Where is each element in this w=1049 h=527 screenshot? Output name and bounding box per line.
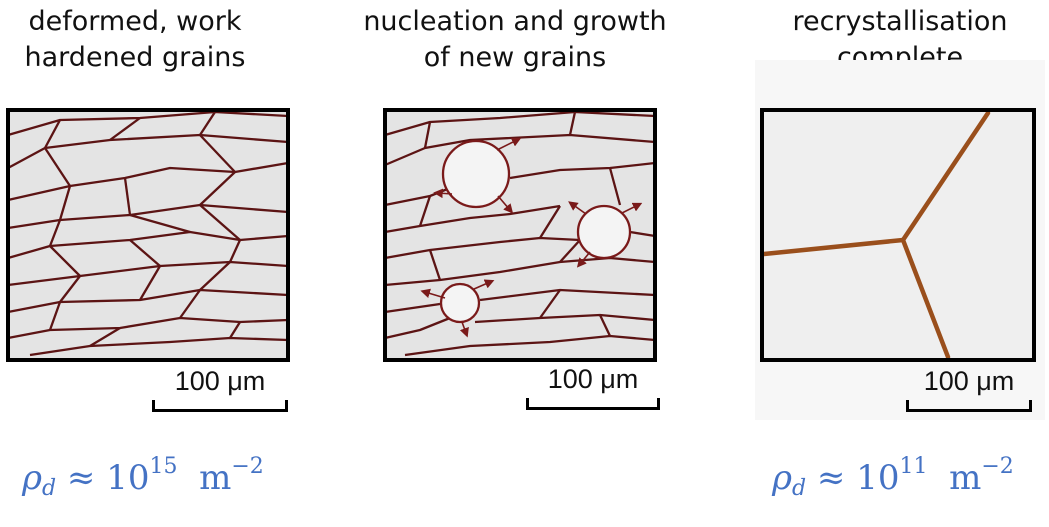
density-approx: ≈ <box>66 458 96 498</box>
title-line: nucleation and growth <box>363 6 667 37</box>
scale-bar-label: 100 μm <box>174 366 266 396</box>
grain-boundaries <box>384 110 656 357</box>
title-line: deformed, work <box>28 6 242 37</box>
dislocation-density-recrystallised: ρd ≈ 1011 m−2 <box>772 454 1014 501</box>
density-unit-exponent: −2 <box>981 454 1014 479</box>
micrograph-frame <box>6 108 290 362</box>
dislocation-density-deformed: ρd ≈ 1015 m−2 <box>22 454 264 501</box>
recrystallised-micrograph <box>760 108 1036 362</box>
panel-title-nucleation: nucleation and growth of new grains <box>345 4 685 76</box>
scale-bar-label: 100 μm <box>547 364 639 394</box>
density-subscript: d <box>42 476 57 501</box>
scale-bar-label: 100 μm <box>923 366 1015 396</box>
nucleation-micrograph <box>383 108 657 362</box>
scale-bar-line <box>526 398 660 410</box>
scale-bar: 100 μm <box>906 366 1032 412</box>
new-grain-small <box>439 282 481 324</box>
scale-bar-line <box>152 400 288 412</box>
grain-boundaries <box>7 110 289 357</box>
deformed-grains-micrograph <box>6 108 290 362</box>
scale-bar-line <box>906 400 1032 412</box>
density-unit-exponent: −2 <box>231 454 264 479</box>
grain-boundaries <box>761 110 991 360</box>
title-line: recrystallisation <box>792 6 1008 37</box>
density-symbol: ρ <box>22 458 42 498</box>
density-exponent: 11 <box>899 454 928 479</box>
title-line: of new grains <box>423 42 607 73</box>
scale-bar: 100 μm <box>152 366 288 412</box>
density-base: 10 <box>106 458 150 498</box>
micrograph-frame <box>383 108 657 362</box>
micrograph-frame <box>760 108 1036 362</box>
growth-arrows <box>420 137 643 338</box>
density-unit: m <box>949 458 982 498</box>
panel-title-deformed: deformed, work hardened grains <box>0 4 280 76</box>
density-exponent: 15 <box>149 454 178 479</box>
density-subscript: d <box>792 476 807 501</box>
scale-bar: 100 μm <box>526 364 660 410</box>
density-base: 10 <box>856 458 900 498</box>
density-approx: ≈ <box>816 458 846 498</box>
density-unit: m <box>199 458 232 498</box>
title-line: hardened grains <box>24 42 246 73</box>
new-grain-large <box>441 139 511 209</box>
new-grain-medium <box>576 204 632 260</box>
density-symbol: ρ <box>772 458 792 498</box>
new-grains <box>439 139 632 324</box>
